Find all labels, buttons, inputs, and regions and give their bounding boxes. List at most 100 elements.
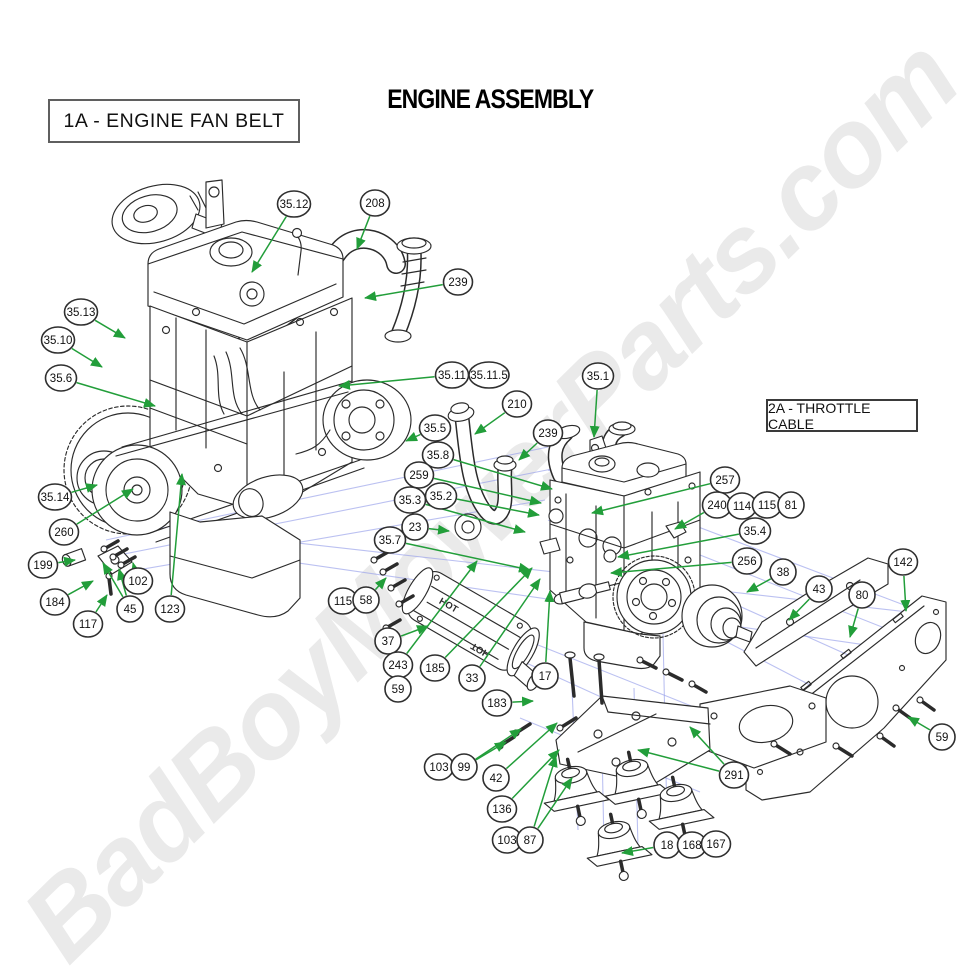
svg-text:43: 43 bbox=[813, 584, 826, 596]
svg-text:184: 184 bbox=[45, 597, 65, 609]
page-title: ENGINE ASSEMBLY bbox=[386, 84, 594, 114]
svg-text:102: 102 bbox=[128, 576, 147, 588]
svg-text:185: 185 bbox=[425, 663, 444, 675]
callout-256: 256 bbox=[731, 547, 763, 575]
leader-arrow-243 bbox=[406, 560, 478, 654]
callout-87: 87 bbox=[516, 826, 544, 854]
svg-text:240: 240 bbox=[707, 500, 726, 512]
callout-184: 184 bbox=[39, 588, 71, 616]
throttle-cable-label-box: 2A - THROTTLE CABLE bbox=[766, 399, 918, 432]
callout-123: 123 bbox=[154, 595, 186, 623]
leader-arrow-291 bbox=[689, 726, 725, 765]
svg-text:59: 59 bbox=[936, 732, 949, 744]
leader-arrow-183 bbox=[512, 696, 534, 707]
callout-208: 208 bbox=[359, 189, 391, 217]
leader-arrow-208 bbox=[356, 215, 371, 250]
svg-text:117: 117 bbox=[79, 619, 97, 631]
svg-text:256: 256 bbox=[737, 556, 756, 568]
leader-arrow-35.1 bbox=[589, 389, 600, 438]
svg-text:243: 243 bbox=[388, 660, 407, 672]
callout-35.13: 35.13 bbox=[63, 298, 99, 326]
leader-arrow-23 bbox=[428, 524, 450, 535]
coolant-hose-art bbox=[447, 402, 517, 541]
callout-35.6: 35.6 bbox=[44, 364, 78, 392]
leader-arrow-45 bbox=[117, 568, 128, 596]
callout-43: 43 bbox=[805, 575, 833, 603]
leader-arrow-80 bbox=[848, 608, 859, 638]
svg-text:260: 260 bbox=[54, 527, 73, 539]
callout-115: 115 bbox=[751, 491, 783, 519]
callout-35.5: 35.5 bbox=[418, 414, 452, 442]
leader-arrow-184 bbox=[67, 580, 94, 596]
callout-81: 81 bbox=[777, 491, 805, 519]
leader-arrow-259 bbox=[433, 477, 542, 506]
leader-arrow-58 bbox=[374, 577, 387, 591]
leader-arrow-210 bbox=[474, 412, 506, 435]
callout-103: 103 bbox=[423, 753, 455, 781]
callout-37: 37 bbox=[374, 627, 402, 655]
svg-text:259: 259 bbox=[409, 470, 428, 482]
svg-text:115: 115 bbox=[334, 596, 352, 608]
svg-text:167: 167 bbox=[706, 839, 725, 851]
callout-38: 38 bbox=[769, 558, 797, 586]
callout-260: 260 bbox=[48, 518, 80, 546]
svg-text:103: 103 bbox=[497, 835, 516, 847]
left-engine-art bbox=[63, 179, 432, 618]
callout-103: 103 bbox=[491, 826, 523, 854]
callout-35.7: 35.7 bbox=[373, 526, 407, 554]
svg-text:208: 208 bbox=[365, 198, 384, 210]
callout-35.10: 35.10 bbox=[40, 326, 76, 354]
leader-arrow-35.4 bbox=[617, 533, 740, 560]
svg-text:257: 257 bbox=[715, 475, 734, 487]
leader-arrow-35.2 bbox=[456, 498, 540, 518]
svg-text:168: 168 bbox=[682, 840, 701, 852]
callout-117: 117 bbox=[72, 610, 104, 638]
callout-142: 142 bbox=[887, 548, 919, 576]
callout-35.11.5: 35.11.5 bbox=[468, 361, 510, 389]
svg-text:142: 142 bbox=[893, 557, 912, 569]
callout-167: 167 bbox=[700, 830, 732, 858]
leader-arrow-59 bbox=[907, 716, 931, 731]
leader-arrow-99 bbox=[475, 741, 507, 761]
leader-arrow-35.10 bbox=[71, 347, 103, 368]
leader-arrow-35.14 bbox=[71, 483, 98, 494]
callout-45: 45 bbox=[116, 595, 144, 623]
right-engine-art bbox=[539, 421, 753, 670]
callout-35.4: 35.4 bbox=[738, 517, 772, 545]
callout-257: 257 bbox=[709, 466, 741, 494]
callout-183: 183 bbox=[481, 689, 513, 717]
svg-text:35.3: 35.3 bbox=[399, 495, 421, 507]
svg-text:45: 45 bbox=[124, 604, 137, 616]
svg-text:114: 114 bbox=[733, 501, 752, 513]
callout-239: 239 bbox=[532, 419, 564, 447]
svg-text:199: 199 bbox=[33, 560, 52, 572]
callout-35.2: 35.2 bbox=[424, 482, 458, 510]
leader-arrow-37 bbox=[400, 625, 429, 637]
callout-arrows bbox=[58, 215, 931, 857]
svg-text:33: 33 bbox=[466, 673, 479, 685]
callout-136: 136 bbox=[486, 795, 518, 823]
svg-text:35.11: 35.11 bbox=[438, 370, 466, 382]
svg-text:35.1: 35.1 bbox=[587, 371, 609, 383]
callout-185: 185 bbox=[419, 654, 451, 682]
svg-text:87: 87 bbox=[524, 835, 537, 847]
svg-text:80: 80 bbox=[856, 590, 869, 602]
svg-text:103: 103 bbox=[429, 762, 448, 774]
svg-text:35.7: 35.7 bbox=[379, 535, 401, 547]
svg-text:35.13: 35.13 bbox=[67, 307, 96, 319]
callout-210: 210 bbox=[501, 390, 533, 418]
leader-arrow-260 bbox=[76, 488, 134, 525]
svg-text:35.14: 35.14 bbox=[41, 492, 70, 504]
leader-arrow-35.11 bbox=[338, 375, 435, 390]
svg-text:35.5: 35.5 bbox=[424, 423, 446, 435]
callout-199: 199 bbox=[27, 551, 59, 579]
leader-arrow-17 bbox=[544, 590, 555, 663]
svg-text:239: 239 bbox=[538, 428, 557, 440]
callout-18: 18 bbox=[653, 831, 681, 859]
svg-text:291: 291 bbox=[724, 770, 743, 782]
leader-arrow-87 bbox=[537, 777, 573, 829]
callout-17: 17 bbox=[531, 662, 559, 690]
leader-arrow-35.7 bbox=[405, 542, 531, 573]
leader-arrow-18 bbox=[621, 846, 654, 857]
svg-text:35.8: 35.8 bbox=[427, 450, 449, 462]
